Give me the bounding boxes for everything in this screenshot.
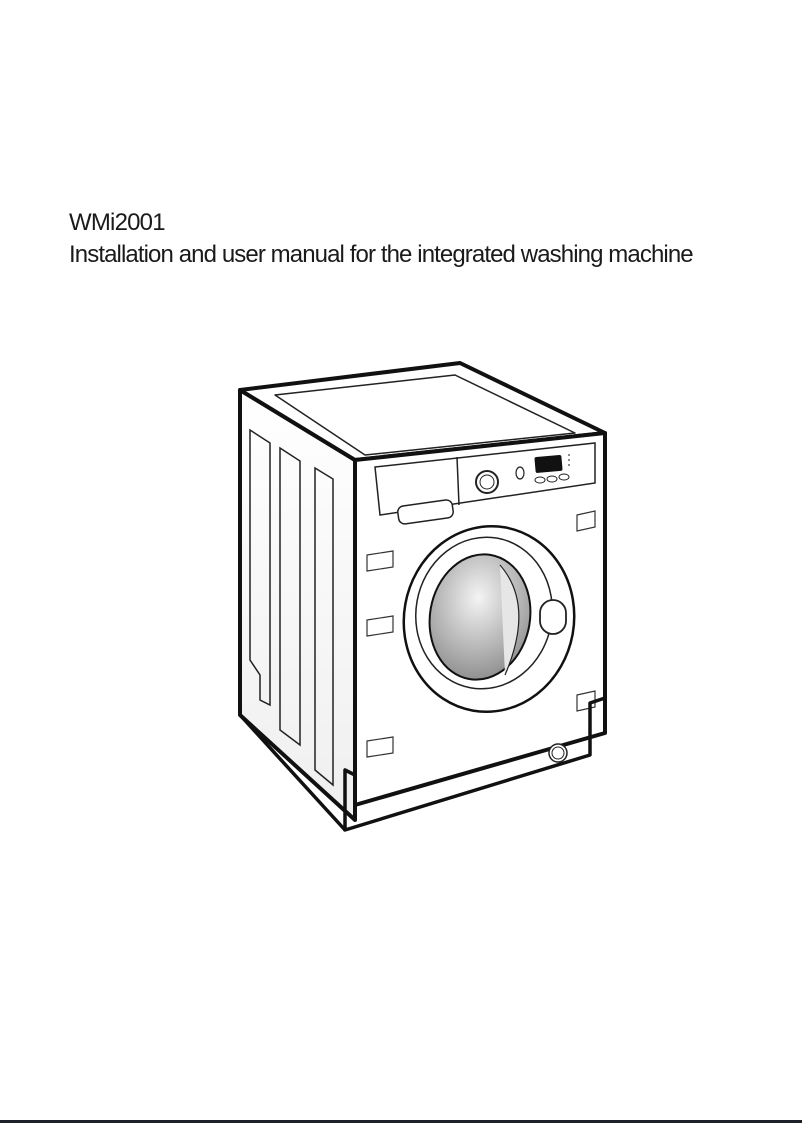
model-number: WMi2001 (69, 209, 166, 236)
page-bottom-rule (0, 1120, 802, 1123)
manual-title: Installation and user manual for the int… (69, 241, 694, 268)
title-block: WMi2001 Installation and user manual for… (69, 208, 694, 270)
washing-machine-icon (238, 361, 607, 832)
washing-machine-illustration (230, 355, 620, 835)
